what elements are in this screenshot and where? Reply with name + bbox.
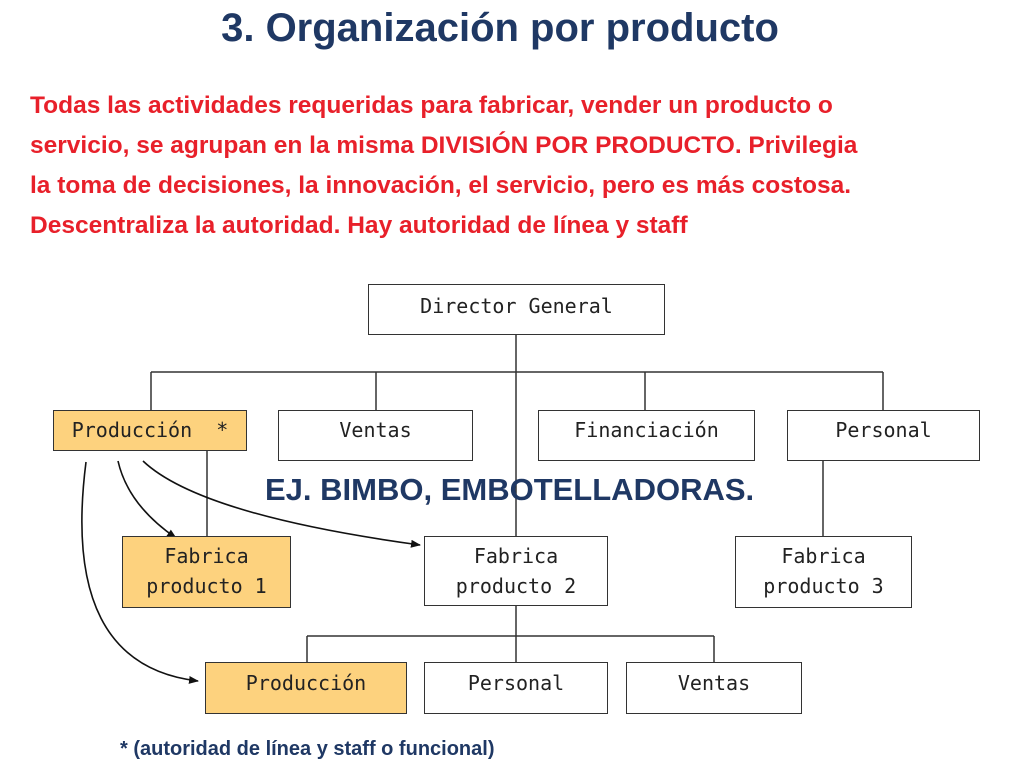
intro-line-4: Descentraliza la autoridad. Hay autorida… (30, 212, 688, 239)
box-fabrica-producto-3: Fabrica producto 3 (735, 536, 912, 608)
box-sub-produccion: Producción (205, 662, 407, 714)
box-ventas: Ventas (278, 410, 473, 461)
connector-to-product-1 (206, 436, 246, 536)
box-fabrica-producto-3-line-2: producto 3 (763, 574, 884, 598)
example-label: EJ. BIMBO, EMBOTELLADORAS. (265, 472, 755, 507)
intro-line-2: servicio, se agrupan en la misma DIVISIÓ… (30, 132, 858, 159)
box-fabrica-producto-2: Fabrica producto 2 (424, 536, 608, 606)
box-fabrica-producto-1-line-2: producto 1 (146, 574, 267, 598)
arrow-to-sub-produccion (81, 461, 199, 684)
box-director-general: Director General (368, 284, 665, 335)
box-sub-ventas: Ventas (626, 662, 802, 714)
intro-line-3: la toma de decisiones, la innovación, el… (30, 172, 852, 199)
intro-line-1: Todas las actividades requeridas para fa… (30, 92, 833, 119)
slide-title: 3. Organización por producto (221, 6, 779, 50)
box-fabrica-producto-1-line-1: Fabrica (164, 544, 249, 568)
footnote: * (autoridad de línea y staff o funciona… (120, 738, 495, 760)
box-sub-personal: Personal (424, 662, 608, 714)
box-fabrica-producto-2-line-1: Fabrica (473, 544, 559, 568)
box-financiacion: Financiación (538, 410, 755, 461)
box-fabrica-producto-3-line-1: Fabrica (781, 544, 866, 568)
box-produccion: Producción * (53, 410, 247, 451)
intro-paragraph: Todas las actividades requeridas para fa… (30, 86, 1020, 246)
box-personal: Personal (787, 410, 980, 461)
arrow-to-product-1 (117, 460, 177, 539)
arrow-to-product-2 (142, 460, 421, 548)
box-fabrica-producto-1: Fabrica producto 1 (122, 536, 291, 608)
box-fabrica-producto-2-line-2: producto 2 (455, 574, 577, 598)
